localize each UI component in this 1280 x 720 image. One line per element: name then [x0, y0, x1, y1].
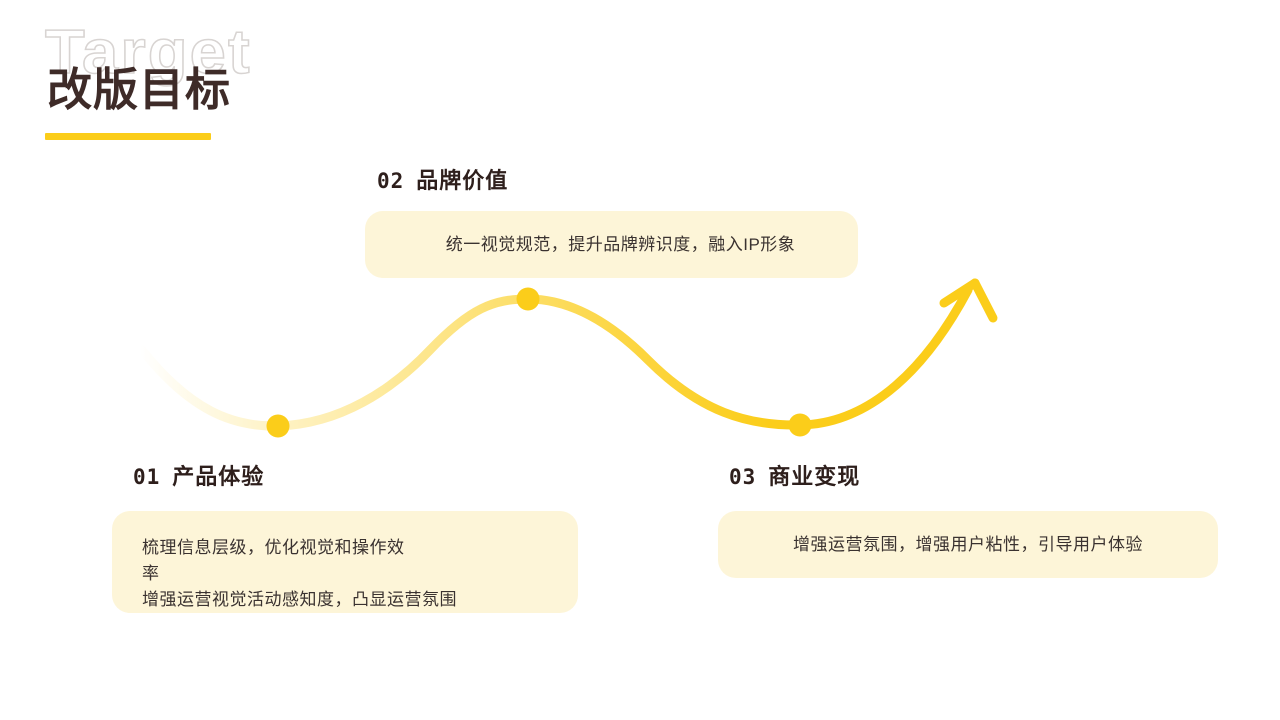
- section-heading-03: 03 商业变现: [729, 463, 860, 491]
- section-name-03: 商业变现: [768, 464, 861, 489]
- section-heading-02: 02 品牌价值: [377, 167, 508, 195]
- section-number-01: 01: [133, 465, 161, 489]
- curve-path: [137, 285, 973, 431]
- section-card-01: 梳理信息层级，优化视觉和操作效 率 增强运营视觉活动感知度，凸显运营氛围: [112, 511, 578, 613]
- section-number-03: 03: [729, 465, 757, 489]
- section-card-01-line-3: 增强运营视觉活动感知度，凸显运营氛围: [142, 590, 457, 609]
- section-name-01: 产品体验: [172, 464, 265, 489]
- title-watermark: Target: [44, 18, 252, 87]
- section-card-01-line-1: 梳理信息层级，优化视觉和操作效: [142, 538, 405, 557]
- section-name-02: 品牌价值: [416, 168, 509, 193]
- section-card-02: 统一视觉规范，提升品牌辨识度，融入IP形象: [365, 211, 858, 278]
- section-card-01-line-2: 率: [142, 564, 160, 583]
- title-underline: [45, 133, 211, 140]
- section-card-02-line-1: 统一视觉规范，提升品牌辨识度，融入IP形象: [445, 234, 796, 254]
- page-title: 改版目标: [47, 64, 232, 115]
- curve-dot-03: [788, 413, 812, 437]
- arrow-head-right-arm: [970, 278, 998, 323]
- section-heading-01: 01 产品体验: [133, 463, 264, 491]
- section-card-03-line-1: 增强运营氛围，增强用户粘性，引导用户体验: [793, 534, 1143, 554]
- curve-dot-01: [266, 414, 290, 438]
- arrow-head-left-arm: [939, 278, 980, 308]
- section-number-02: 02: [377, 169, 405, 193]
- title-block: Target 改版目标: [44, 18, 345, 140]
- section-card-03: 增强运营氛围，增强用户粘性，引导用户体验: [718, 511, 1218, 578]
- curve-dot-02: [516, 287, 540, 311]
